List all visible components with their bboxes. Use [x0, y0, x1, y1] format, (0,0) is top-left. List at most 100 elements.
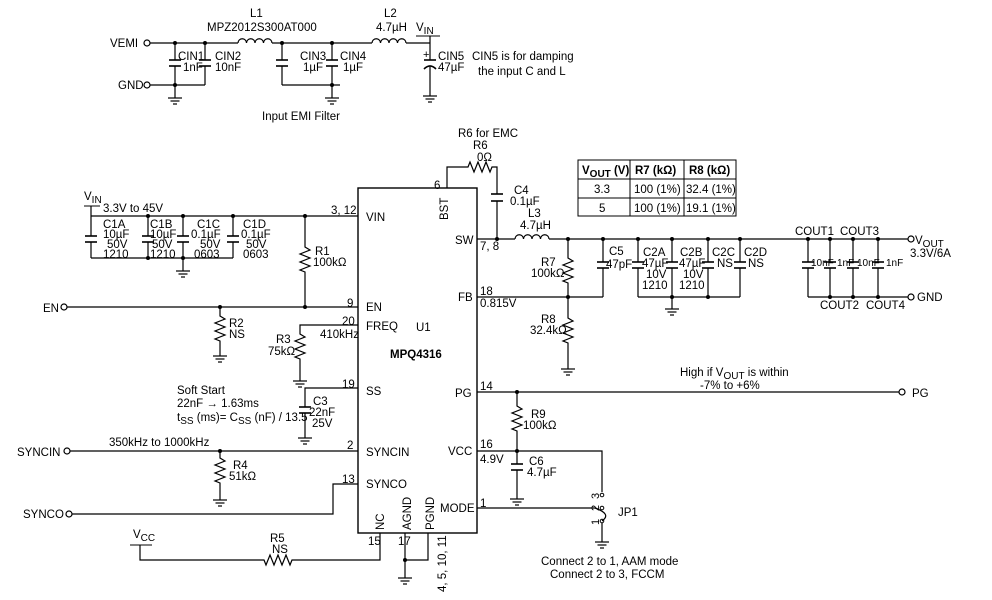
c5-value: 47pF	[606, 259, 632, 271]
c1c-value: 0.1µF	[191, 229, 221, 241]
pin-bst-name: BST	[439, 198, 451, 220]
c1a-package: 1210	[103, 249, 129, 261]
pin-pgnd-num: 4, 5, 10, 11	[437, 535, 449, 592]
cout4-value: 1nF	[886, 258, 903, 269]
emi-vin-label: VIN	[416, 22, 434, 37]
table-row1-vout: 3.3	[594, 184, 610, 196]
pin-agnd-num: 17	[398, 536, 411, 548]
pin-freq-name: FREQ	[366, 321, 398, 333]
r3-value: 75kΩ	[268, 346, 296, 358]
out-gnd-terminal[interactable]	[907, 293, 915, 301]
r2-value: NS	[229, 329, 245, 341]
l2-ref: L2	[384, 8, 397, 20]
mode-note-line1: Connect 2 to 1, AAM mode	[541, 556, 678, 568]
table-header-vout: VOUT (V)	[582, 165, 629, 180]
c1d-ref: C1D	[243, 219, 266, 231]
cin5-value: 47µF	[438, 62, 464, 74]
vemi-terminal[interactable]	[143, 39, 151, 47]
l3-ref: L3	[528, 208, 541, 220]
jp1-pin1: 1	[590, 519, 602, 525]
c1a-value: 10µF	[103, 229, 129, 241]
cin2-value: 10nF	[215, 62, 241, 74]
cin5-note-line1: CIN5 is for damping	[472, 51, 574, 63]
pin-mode-name: MODE	[440, 503, 475, 515]
resistor-table: VOUT (V) R7 (kΩ) R8 (kΩ) 3.3 100 (1%) 32…	[577, 159, 737, 217]
vemi-label: VEMI	[110, 38, 138, 50]
en-label: EN	[43, 303, 59, 315]
pin-syncin-num: 2	[347, 440, 353, 452]
c1d-voltage: 50V	[246, 239, 267, 251]
r4-ref: R4	[233, 460, 248, 472]
pg-label: PG	[912, 388, 929, 400]
pin-ss-num: 19	[342, 379, 355, 391]
pin-vin-name: VIN	[366, 212, 385, 224]
input-emi-filter: VEMI GND L1 MPZ2012S300AT000 L2 4.7µH VI…	[110, 8, 574, 123]
ic-reference: U1	[416, 322, 431, 334]
cout3-ref: COUT3	[840, 226, 879, 238]
pg-terminal[interactable]	[898, 388, 906, 396]
c1c-package: 0603	[194, 249, 220, 261]
cin4-value: 1µF	[343, 62, 363, 74]
pin-vcc-num: 16	[480, 439, 493, 451]
output-section: R6 for EMC R6 0Ω C4 0.1µF L3 4.7µH R7 10…	[446, 128, 951, 581]
c2a-ref: C2A	[643, 247, 666, 259]
vout-label: VOUT	[915, 235, 944, 250]
c2c-ref: C2C	[712, 247, 735, 259]
c2b-package: 1210	[679, 280, 705, 292]
vcc-voltage: 4.9V	[480, 454, 504, 466]
emi-gnd-terminal[interactable]	[143, 81, 151, 89]
table-header-r7: R7 (kΩ)	[635, 165, 676, 177]
c1b-ref: C1B	[150, 219, 173, 231]
c2d-ref: C2D	[744, 247, 767, 259]
synco-terminal[interactable]	[65, 510, 73, 518]
ss-example: 22nF → 1.63ms	[177, 398, 259, 410]
svg-text:+: +	[423, 49, 429, 61]
pin-fb-name: FB	[458, 292, 473, 304]
syncin-terminal[interactable]	[63, 447, 71, 455]
vout-terminal[interactable]	[907, 235, 915, 243]
c4-value: 0.1µF	[510, 196, 540, 208]
c1c-ref: C1C	[197, 219, 220, 231]
c1b-value: 10µF	[150, 229, 176, 241]
pin-mode-num: 1	[480, 498, 486, 510]
table-header-r8: R8 (kΩ)	[689, 165, 730, 177]
ss-title: Soft Start	[177, 385, 226, 397]
pin-vcc-name: VCC	[448, 446, 472, 458]
cout2-ref: COUT2	[820, 300, 859, 312]
emi-filter-title: Input EMI Filter	[262, 111, 340, 123]
pin-synco-name: SYNCO	[366, 479, 407, 491]
c2b-ref: C2B	[680, 247, 703, 259]
c3-ref: C3	[313, 396, 328, 408]
input-section: VIN 3.3V to 45V C1A 10µF 50V 1210 C1B 10…	[17, 191, 429, 585]
cout1-ref: COUT1	[795, 226, 834, 238]
cin3-ref: CIN3	[300, 51, 326, 63]
jp1-pin2: 2	[590, 505, 602, 511]
pin-pg-num: 14	[480, 381, 493, 393]
cin1-value: 1nF	[183, 62, 203, 74]
out-gnd-label: GND	[917, 292, 943, 304]
synco-label: SYNCO	[23, 509, 64, 521]
c6-ref: C6	[529, 456, 544, 468]
c3-value: 22nF	[309, 407, 335, 419]
pin-ss-name: SS	[366, 386, 382, 398]
c1d-package: 0603	[243, 249, 269, 261]
r8-value: 32.4kΩ	[530, 325, 567, 337]
pin-syncin-name: SYNCIN	[366, 447, 409, 459]
c2a-package: 1210	[642, 280, 668, 292]
l1-part: MPZ2012S300AT000	[207, 22, 317, 34]
en-terminal[interactable]	[60, 303, 68, 311]
emi-gnd-label: GND	[118, 80, 144, 92]
pin-sw-num: 7, 8	[480, 241, 499, 253]
c1b-package: 1210	[150, 249, 176, 261]
cin5-ref: CIN5	[438, 51, 464, 63]
pin-en-num: 9	[347, 298, 353, 310]
jumper-jp1[interactable]	[594, 492, 610, 549]
c1a-voltage: 50V	[107, 239, 128, 251]
pin-pg-name: PG	[455, 388, 472, 400]
table-row1-r8: 32.4 (1%)	[686, 184, 736, 196]
mode-note-line2: Connect 2 to 3, FCCM	[550, 569, 664, 581]
pin-sw-name: SW	[455, 235, 474, 247]
vout-rating: 3.3V/6A	[910, 248, 951, 260]
c2d-value: NS	[748, 258, 764, 270]
